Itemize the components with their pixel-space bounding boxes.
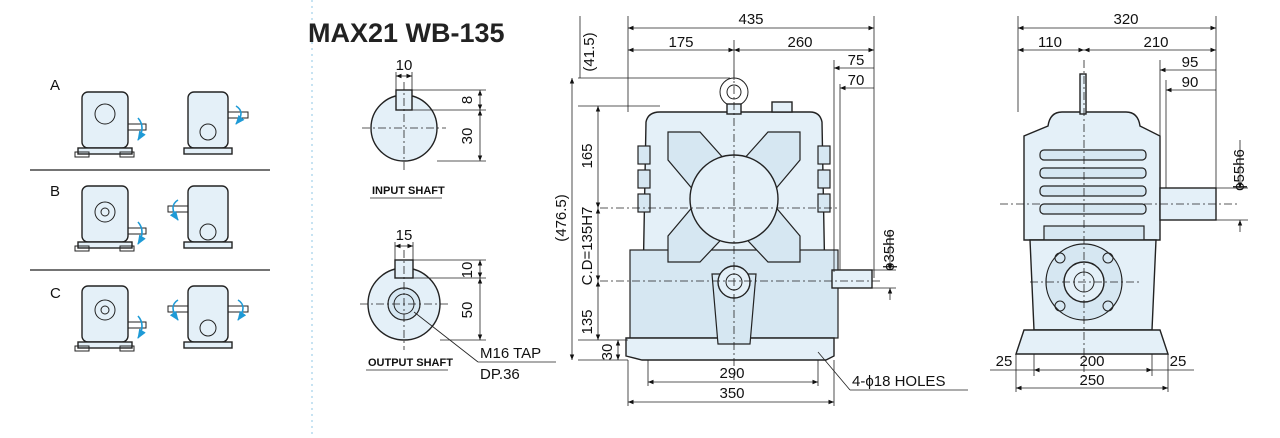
front-shaft-75: 75 — [848, 52, 865, 69]
front-shaft-70: 70 — [848, 72, 865, 89]
output-key-depth: 10 — [459, 262, 476, 279]
output-key-width: 15 — [396, 227, 413, 244]
side-edge-right: 25 — [1170, 353, 1187, 370]
side-shaft-dia: ϕ55h6 — [1231, 149, 1248, 191]
front-shaft-dia: ϕ35h6 — [881, 229, 898, 271]
mounting-label-c: C — [50, 285, 61, 302]
mounting-c-front — [74, 285, 147, 352]
input-shaft-caption: INPUT SHAFT — [372, 185, 445, 197]
front-inner-base: 290 — [719, 365, 744, 382]
side-left-part: 110 — [1038, 34, 1062, 51]
output-shaft-caption: OUTPUT SHAFT — [368, 357, 453, 369]
input-key-depth: 8 — [459, 96, 476, 104]
output-tap-depth: DP.36 — [480, 366, 520, 383]
model-title: MAX21 WB-135 — [308, 18, 505, 48]
mounting-label-b: B — [50, 183, 60, 200]
mounting-b-side — [167, 185, 233, 249]
mounting-b-front — [74, 185, 147, 252]
front-left-part: 175 — [668, 34, 693, 51]
mounting-a-side — [183, 91, 249, 155]
input-key-width: 10 — [396, 57, 413, 74]
side-base-width: 250 — [1079, 372, 1104, 389]
front-holes-label: 4-ϕ18 HOLES — [852, 373, 945, 390]
input-shaft-section: 10 8 30 INPUT SHAFT — [362, 57, 486, 199]
front-overall-width: 435 — [738, 11, 763, 28]
mounting-a-front — [74, 91, 147, 158]
front-center-height: 135 — [579, 309, 596, 334]
side-shaft-95: 95 — [1182, 54, 1199, 71]
front-outer-base: 350 — [719, 385, 744, 402]
mounting-c-side — [167, 285, 249, 349]
front-center-distance: C.D=135H7 — [579, 207, 596, 286]
front-upper: 165 — [579, 143, 596, 168]
front-total-height: (476.5) — [553, 194, 570, 242]
front-right-part: 260 — [787, 34, 812, 51]
output-shaft-section: 15 10 50 M16 TAP DP.36 OUTPUT SHAFT — [360, 227, 556, 383]
front-base: 30 — [599, 344, 616, 361]
front-top-offset: (41.5) — [581, 32, 598, 71]
side-shaft-90: 90 — [1182, 74, 1199, 91]
mounting-label-a: A — [50, 77, 60, 94]
side-overall-width: 320 — [1113, 11, 1138, 28]
input-radius: 30 — [459, 128, 476, 145]
mounting-positions: A B C — [30, 77, 270, 352]
side-center: 200 — [1079, 353, 1104, 370]
output-radius: 50 — [459, 302, 476, 319]
side-edge-left: 25 — [996, 353, 1013, 370]
side-view: 320 110 210 95 90 ϕ55h6 25 200 25 250 — [990, 11, 1248, 392]
side-right-part: 210 — [1143, 34, 1168, 51]
output-tap-label: M16 TAP — [480, 345, 541, 362]
front-view: 435 175 260 75 70 (41.5) (476.5) 165 C.D… — [553, 11, 968, 406]
